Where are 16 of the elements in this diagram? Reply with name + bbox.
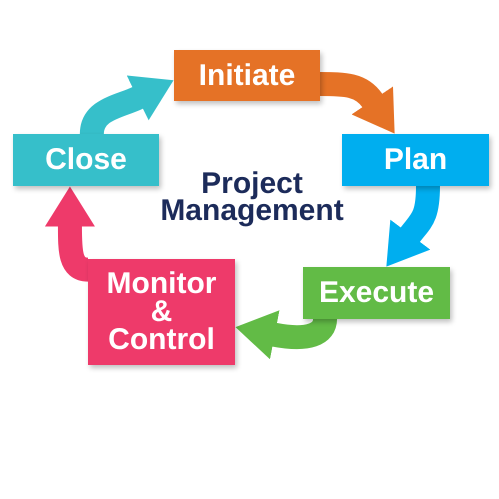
step-label: Close bbox=[45, 146, 127, 174]
curved-arrow bbox=[44, 186, 95, 282]
process-box bbox=[303, 267, 450, 319]
process-box bbox=[174, 50, 320, 101]
step-label: Monitor & Control bbox=[106, 270, 218, 354]
curved-arrow bbox=[320, 72, 396, 132]
step-label: Execute bbox=[318, 279, 434, 307]
diagram-title: Project Management bbox=[159, 170, 345, 224]
curved-arrow bbox=[235, 310, 337, 360]
process-box bbox=[88, 259, 235, 365]
curved-arrow bbox=[386, 186, 440, 266]
step-label: Plan bbox=[384, 146, 448, 174]
process-box bbox=[342, 134, 489, 186]
curved-arrow bbox=[80, 75, 174, 136]
process-box bbox=[13, 134, 159, 186]
step-label: Initiate bbox=[198, 62, 296, 90]
